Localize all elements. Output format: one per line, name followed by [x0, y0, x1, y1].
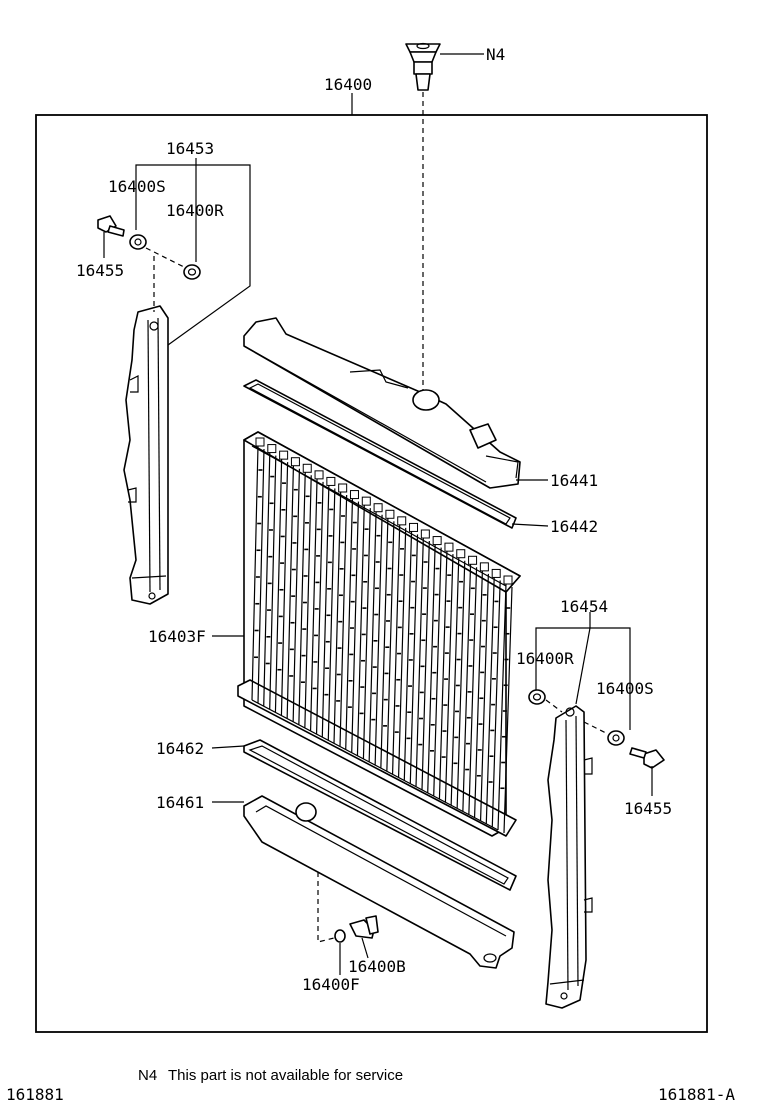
label-16400f: 16400F	[302, 975, 360, 994]
core-tube-cap	[491, 568, 501, 578]
label-16442: 16442	[550, 517, 598, 536]
core-tube	[274, 459, 289, 716]
footer-code-right: 161881-A	[658, 1085, 735, 1104]
core-tube	[286, 465, 301, 722]
label-16455-left: 16455	[76, 261, 124, 280]
right-bushing-icon[interactable]	[607, 730, 625, 746]
core-tube-cap	[361, 496, 371, 506]
radiator-core-icon[interactable]	[237, 431, 521, 837]
footnote-text: This part is not available for service	[168, 1067, 403, 1084]
label-16400b: 16400B	[348, 957, 406, 976]
core-tube-cap	[432, 536, 442, 546]
core-tube-cap	[290, 457, 300, 467]
core-tube	[356, 505, 371, 759]
upper-tank-icon[interactable]	[243, 317, 521, 489]
core-tube	[263, 452, 277, 710]
left-bolt-icon[interactable]	[97, 215, 125, 237]
core-tube-cap	[468, 555, 478, 565]
radiator-cap-icon[interactable]	[405, 42, 441, 91]
core-tube-cap	[444, 542, 454, 552]
label-n4: N4	[486, 45, 505, 64]
core-tube	[345, 498, 360, 753]
footer-code-left: 161881	[6, 1085, 64, 1104]
assembly-frame	[35, 114, 708, 1033]
core-tube-cap	[255, 437, 265, 447]
core-tube-cap	[397, 516, 407, 526]
upper-gasket-icon[interactable]	[243, 379, 517, 529]
right-ring-icon[interactable]	[528, 689, 546, 705]
label-16400s-right: 16400S	[596, 679, 654, 698]
drain-cock-icon[interactable]	[349, 915, 379, 939]
core-tube-cap	[279, 450, 289, 460]
left-bracket-icon[interactable]	[123, 305, 169, 605]
core-tube	[450, 557, 466, 809]
core-tube-cap	[373, 503, 383, 513]
core-tube-cap	[409, 522, 419, 532]
core-tube	[438, 551, 454, 803]
label-16454: 16454	[560, 597, 608, 616]
core-tube-cap	[267, 444, 277, 454]
label-16455-right: 16455	[624, 799, 672, 818]
footnote-tag: N4	[138, 1067, 157, 1084]
drain-washer-icon[interactable]	[334, 929, 346, 943]
lower-gasket-icon[interactable]	[243, 739, 517, 891]
core-tube	[380, 518, 395, 772]
core-tube-cap	[302, 463, 312, 473]
core-tube	[473, 570, 489, 821]
core-tube	[462, 564, 478, 815]
core-tube	[415, 537, 430, 790]
core-tube	[403, 531, 419, 784]
core-tube	[368, 511, 383, 765]
lower-tank-icon[interactable]	[243, 795, 515, 969]
core-tube	[251, 445, 265, 704]
label-16462: 16462	[156, 739, 204, 758]
left-ring-icon[interactable]	[183, 264, 201, 280]
label-16453: 16453	[166, 139, 214, 158]
core-tube-cap	[503, 575, 513, 585]
core-tube	[321, 485, 336, 741]
core-tube	[485, 577, 501, 827]
core-tube	[427, 544, 442, 796]
label-16403f: 16403F	[148, 627, 206, 646]
core-tube-cap	[456, 549, 466, 559]
core-tube	[497, 583, 513, 834]
label-16461: 16461	[156, 793, 204, 812]
core-tube-cap	[385, 509, 395, 519]
right-bracket-icon[interactable]	[545, 705, 593, 1009]
label-16441: 16441	[550, 471, 598, 490]
right-bolt-icon[interactable]	[629, 747, 665, 769]
core-tube-cap	[338, 483, 348, 493]
label-16400-assembly: 16400	[324, 75, 372, 94]
left-bushing-icon[interactable]	[129, 234, 147, 250]
label-16400r-right: 16400R	[516, 649, 574, 668]
core-tube	[391, 524, 407, 778]
core-tube-cap	[326, 476, 336, 486]
core-tube	[333, 491, 348, 747]
core-tube-cap	[314, 470, 324, 480]
core-tube-cap	[420, 529, 430, 539]
core-tube-cap	[479, 562, 489, 572]
core-tube	[298, 472, 312, 728]
core-tube	[309, 478, 324, 734]
label-16400r-left: 16400R	[166, 201, 224, 220]
label-16400s-left: 16400S	[108, 177, 166, 196]
core-tube-cap	[349, 490, 359, 500]
